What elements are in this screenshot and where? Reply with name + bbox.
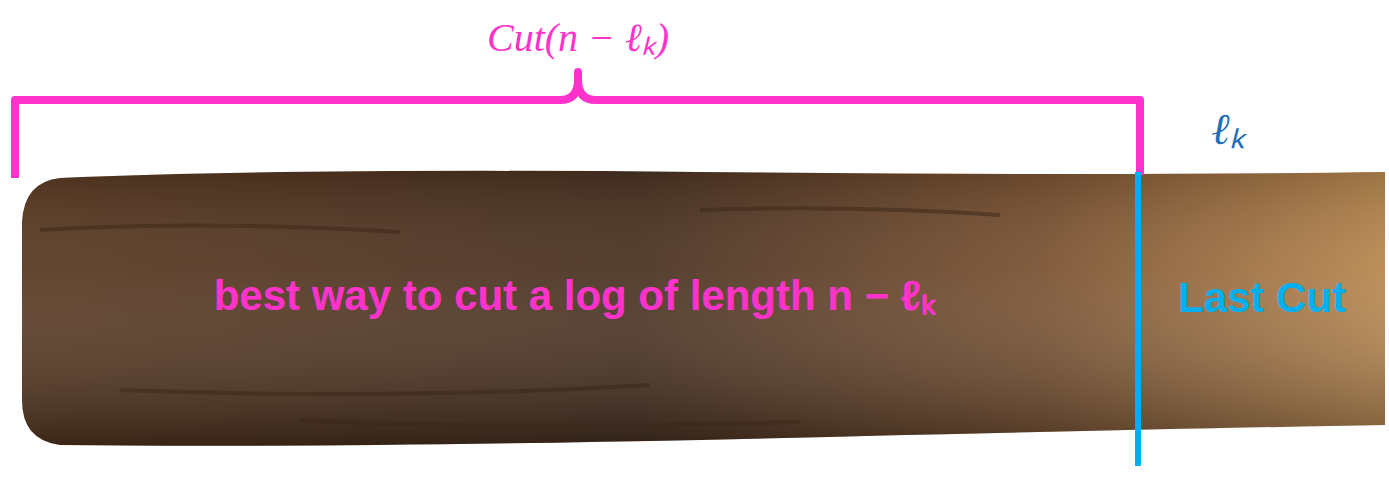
piece-length-label: ℓₖ: [1211, 106, 1244, 154]
last-cut-label: Last Cut: [1178, 275, 1346, 321]
log-body: [22, 171, 1385, 446]
bracket: [15, 72, 1140, 178]
log-text: best way to cut a log of length n − ℓₖ: [214, 273, 937, 319]
log-shading: [22, 171, 1385, 446]
bracket-label: Cut(n − ℓₖ): [487, 16, 669, 60]
last-cut-line: [1135, 172, 1141, 466]
bark-texture: [40, 208, 1000, 425]
